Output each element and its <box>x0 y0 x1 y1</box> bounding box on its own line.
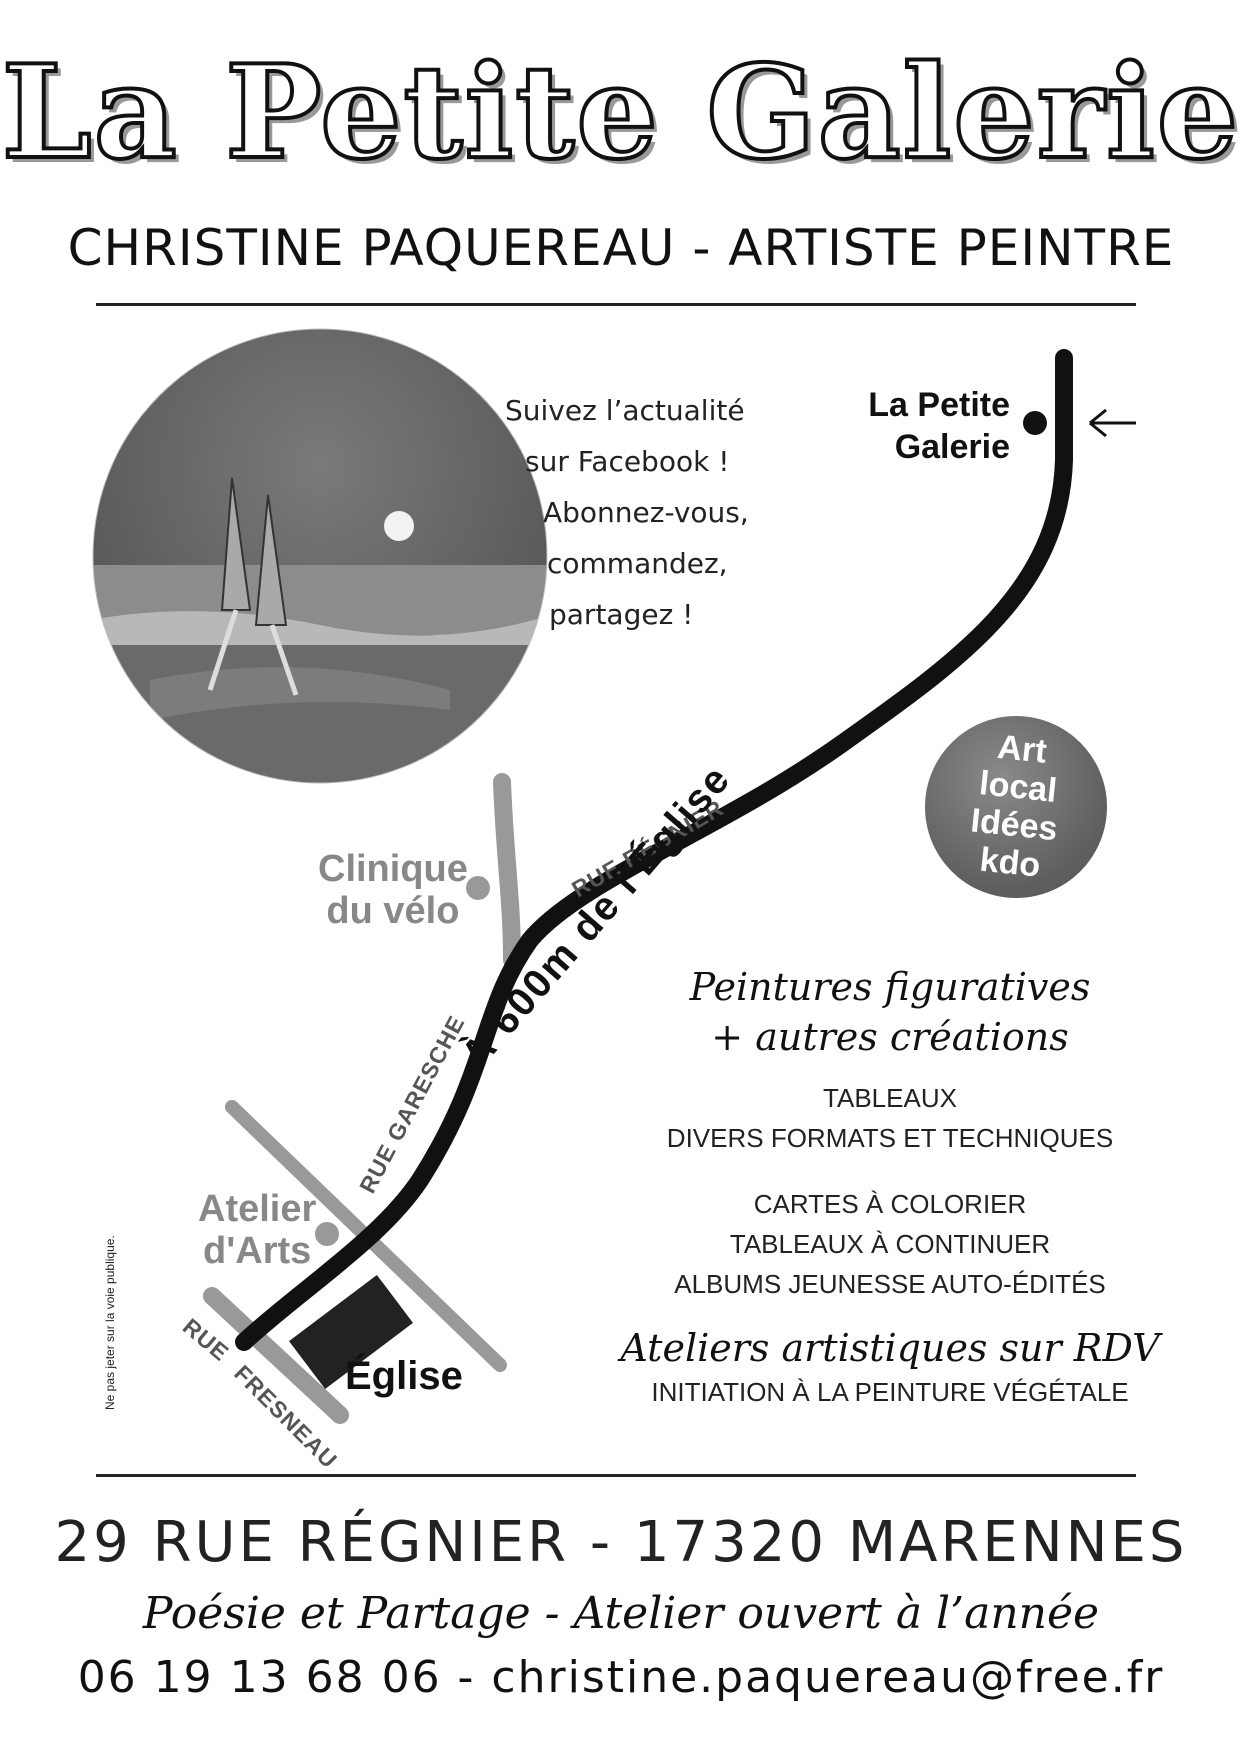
paintings-list: TABLEAUX DIVERS FORMATS ET TECHNIQUES <box>620 1078 1160 1158</box>
bottom-divider <box>96 1474 1136 1477</box>
map-gallery-label: La Petite Galerie <box>830 384 1010 468</box>
atelier-line: Atelier <box>198 1188 317 1230</box>
top-divider <box>96 303 1136 306</box>
address: 29 RUE RÉGNIER - 17320 MARENNES <box>54 1510 1188 1575</box>
clinique-line: Clinique <box>318 848 468 890</box>
contact-info: 06 19 13 68 06 - christine.paquereau@fre… <box>77 1652 1165 1703</box>
facebook-line: sur Facebook ! <box>525 445 730 478</box>
tagline: Poésie et Partage - Atelier ouvert à l’a… <box>142 1588 1100 1639</box>
page-subtitle: CHRISTINE PAQUEREAU - ARTISTE PEINTRE <box>67 219 1175 277</box>
list-item: TABLEAUX <box>823 1083 957 1113</box>
creations-heading-line: Peintures figuratives <box>689 965 1091 1009</box>
church-label: Église <box>345 1354 463 1398</box>
atelier-line: d'Arts <box>203 1230 312 1272</box>
clinique-label: Clinique du vélo <box>318 848 468 932</box>
facebook-note: Suivez l’actualité sur Facebook ! Abonne… <box>505 385 749 640</box>
atelier-label: Atelier d'Arts <box>198 1188 316 1272</box>
list-item: TABLEAUX À CONTINUER <box>729 1229 1051 1259</box>
facebook-line: commandez, <box>547 547 728 580</box>
disposal-note: Ne pas jeter sur la voie publique. <box>103 1235 117 1410</box>
facebook-line: partagez ! <box>549 598 694 631</box>
initiation-text: INITIATION À LA PEINTURE VÉGÉTALE <box>651 1377 1129 1407</box>
facebook-line: Abonnez-vous, <box>543 496 749 529</box>
beach-painting <box>93 329 547 783</box>
facebook-line: Suivez l’actualité <box>505 394 745 427</box>
clinique-line: du vélo <box>326 890 460 932</box>
gallery-label-line: La Petite <box>868 386 1010 424</box>
gallery-label-line: Galerie <box>894 428 1010 466</box>
creations-heading: Peintures figuratives + autres créations <box>620 962 1160 1062</box>
creations-list: CARTES À COLORIER TABLEAUX À CONTINUER A… <box>620 1184 1160 1304</box>
list-item: DIVERS FORMATS ET TECHNIQUES <box>666 1123 1114 1153</box>
ateliers-heading: Ateliers artistiques sur RDV <box>620 1326 1160 1370</box>
page-title: La Petite Galerie <box>0 36 1241 190</box>
list-item: ALBUMS JEUNESSE AUTO-ÉDITÉS <box>674 1269 1106 1299</box>
creations-heading-line: + autres créations <box>711 1015 1069 1059</box>
list-item: CARTES À COLORIER <box>753 1189 1027 1219</box>
